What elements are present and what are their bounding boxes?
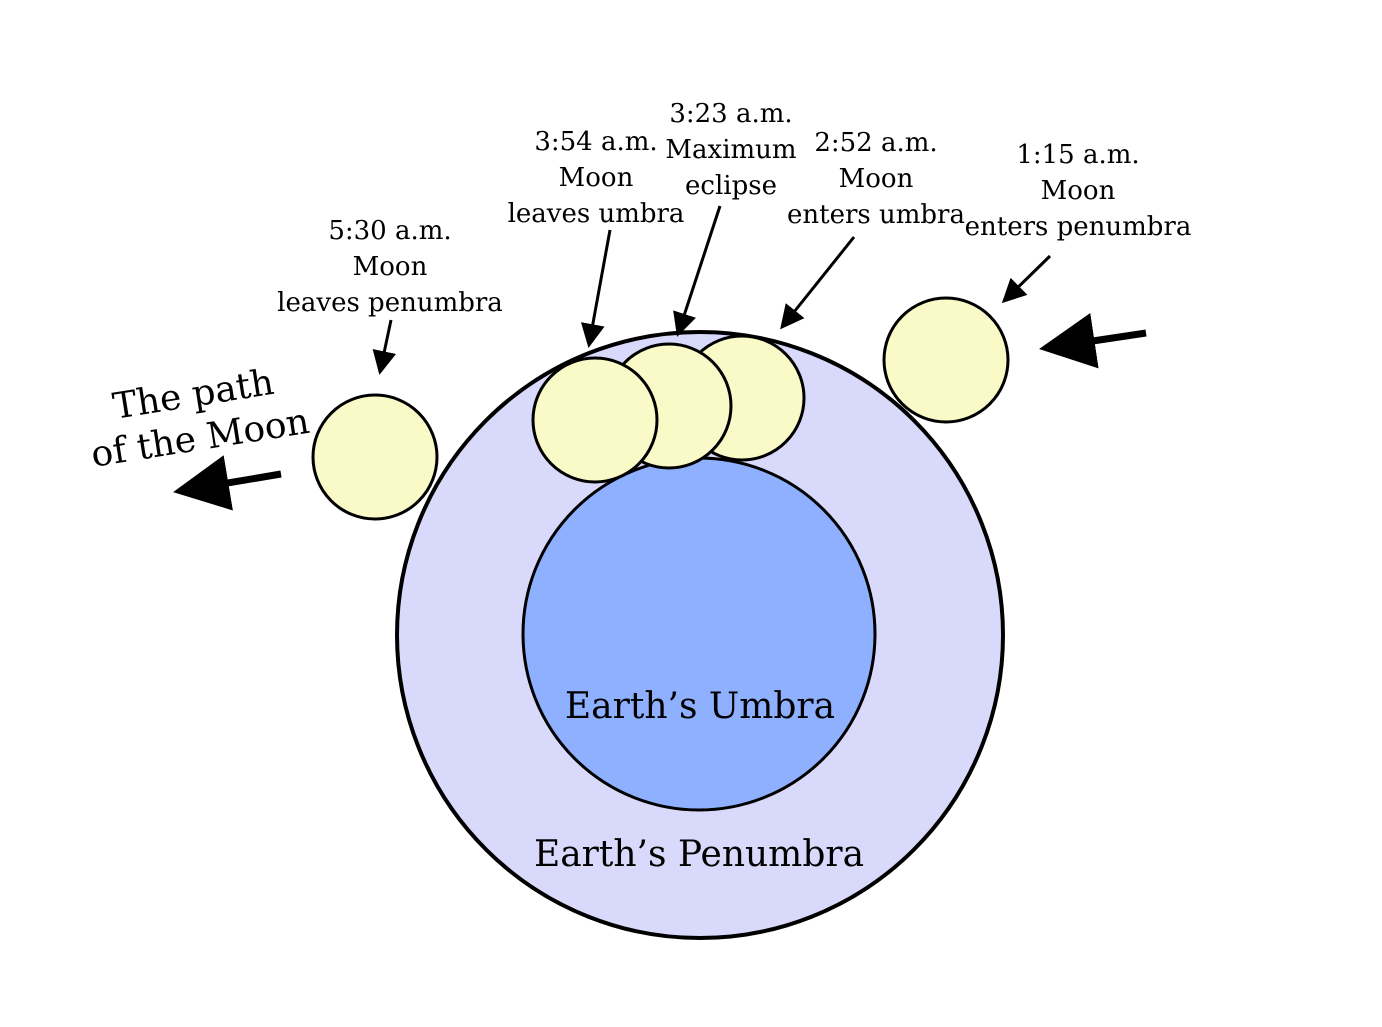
earth-umbra bbox=[521, 456, 877, 812]
pointer-arrow-enters-penumbra bbox=[1001, 254, 1052, 304]
penumbra-label: Earth’s Penumbra bbox=[534, 834, 864, 875]
motion-arrow-right bbox=[1039, 313, 1147, 369]
event-line2: Moon bbox=[1041, 176, 1116, 206]
pointer-arrow-leaves-umbra bbox=[580, 229, 612, 348]
event-time: 3:23 a.m. bbox=[669, 99, 792, 129]
moon-leaves-penumbra bbox=[311, 393, 439, 521]
event-line3: enters penumbra bbox=[965, 212, 1192, 242]
motion-arrow-left bbox=[173, 455, 282, 511]
event-time: 5:30 a.m. bbox=[328, 216, 451, 246]
event-time: 1:15 a.m. bbox=[1016, 140, 1139, 170]
event-label-leaves-umbra: 3:54 a.m. Moon leaves umbra bbox=[508, 127, 685, 229]
event-label-enters-penumbra: 1:15 a.m. Moon enters penumbra bbox=[965, 140, 1192, 242]
event-line2: Moon bbox=[353, 252, 428, 282]
pointer-arrow-enters-umbra bbox=[780, 236, 856, 330]
event-label-maximum-eclipse: 3:23 a.m. Maximum eclipse bbox=[665, 99, 796, 201]
event-label-enters-umbra: 2:52 a.m. Moon enters umbra bbox=[787, 128, 965, 230]
event-line2: Maximum bbox=[665, 135, 796, 165]
event-line3: enters umbra bbox=[787, 200, 965, 230]
event-line3: leaves penumbra bbox=[277, 288, 503, 318]
event-line3: leaves umbra bbox=[508, 199, 685, 229]
moon-path-label: The path of the Moon bbox=[88, 362, 312, 476]
pointer-arrow-maximum-eclipse bbox=[673, 205, 722, 337]
event-line3: eclipse bbox=[685, 171, 777, 201]
moon-enters-penumbra bbox=[882, 296, 1010, 424]
moon-leaves-umbra bbox=[531, 356, 659, 484]
event-label-leaves-penumbra: 5:30 a.m. Moon leaves penumbra bbox=[277, 216, 503, 318]
umbra-label: Earth’s Umbra bbox=[565, 686, 835, 727]
event-line2: Moon bbox=[559, 163, 634, 193]
event-time: 3:54 a.m. bbox=[534, 127, 657, 157]
event-line2: Moon bbox=[839, 164, 914, 194]
pointer-arrow-leaves-penumbra bbox=[372, 319, 397, 375]
event-time: 2:52 a.m. bbox=[814, 128, 937, 158]
